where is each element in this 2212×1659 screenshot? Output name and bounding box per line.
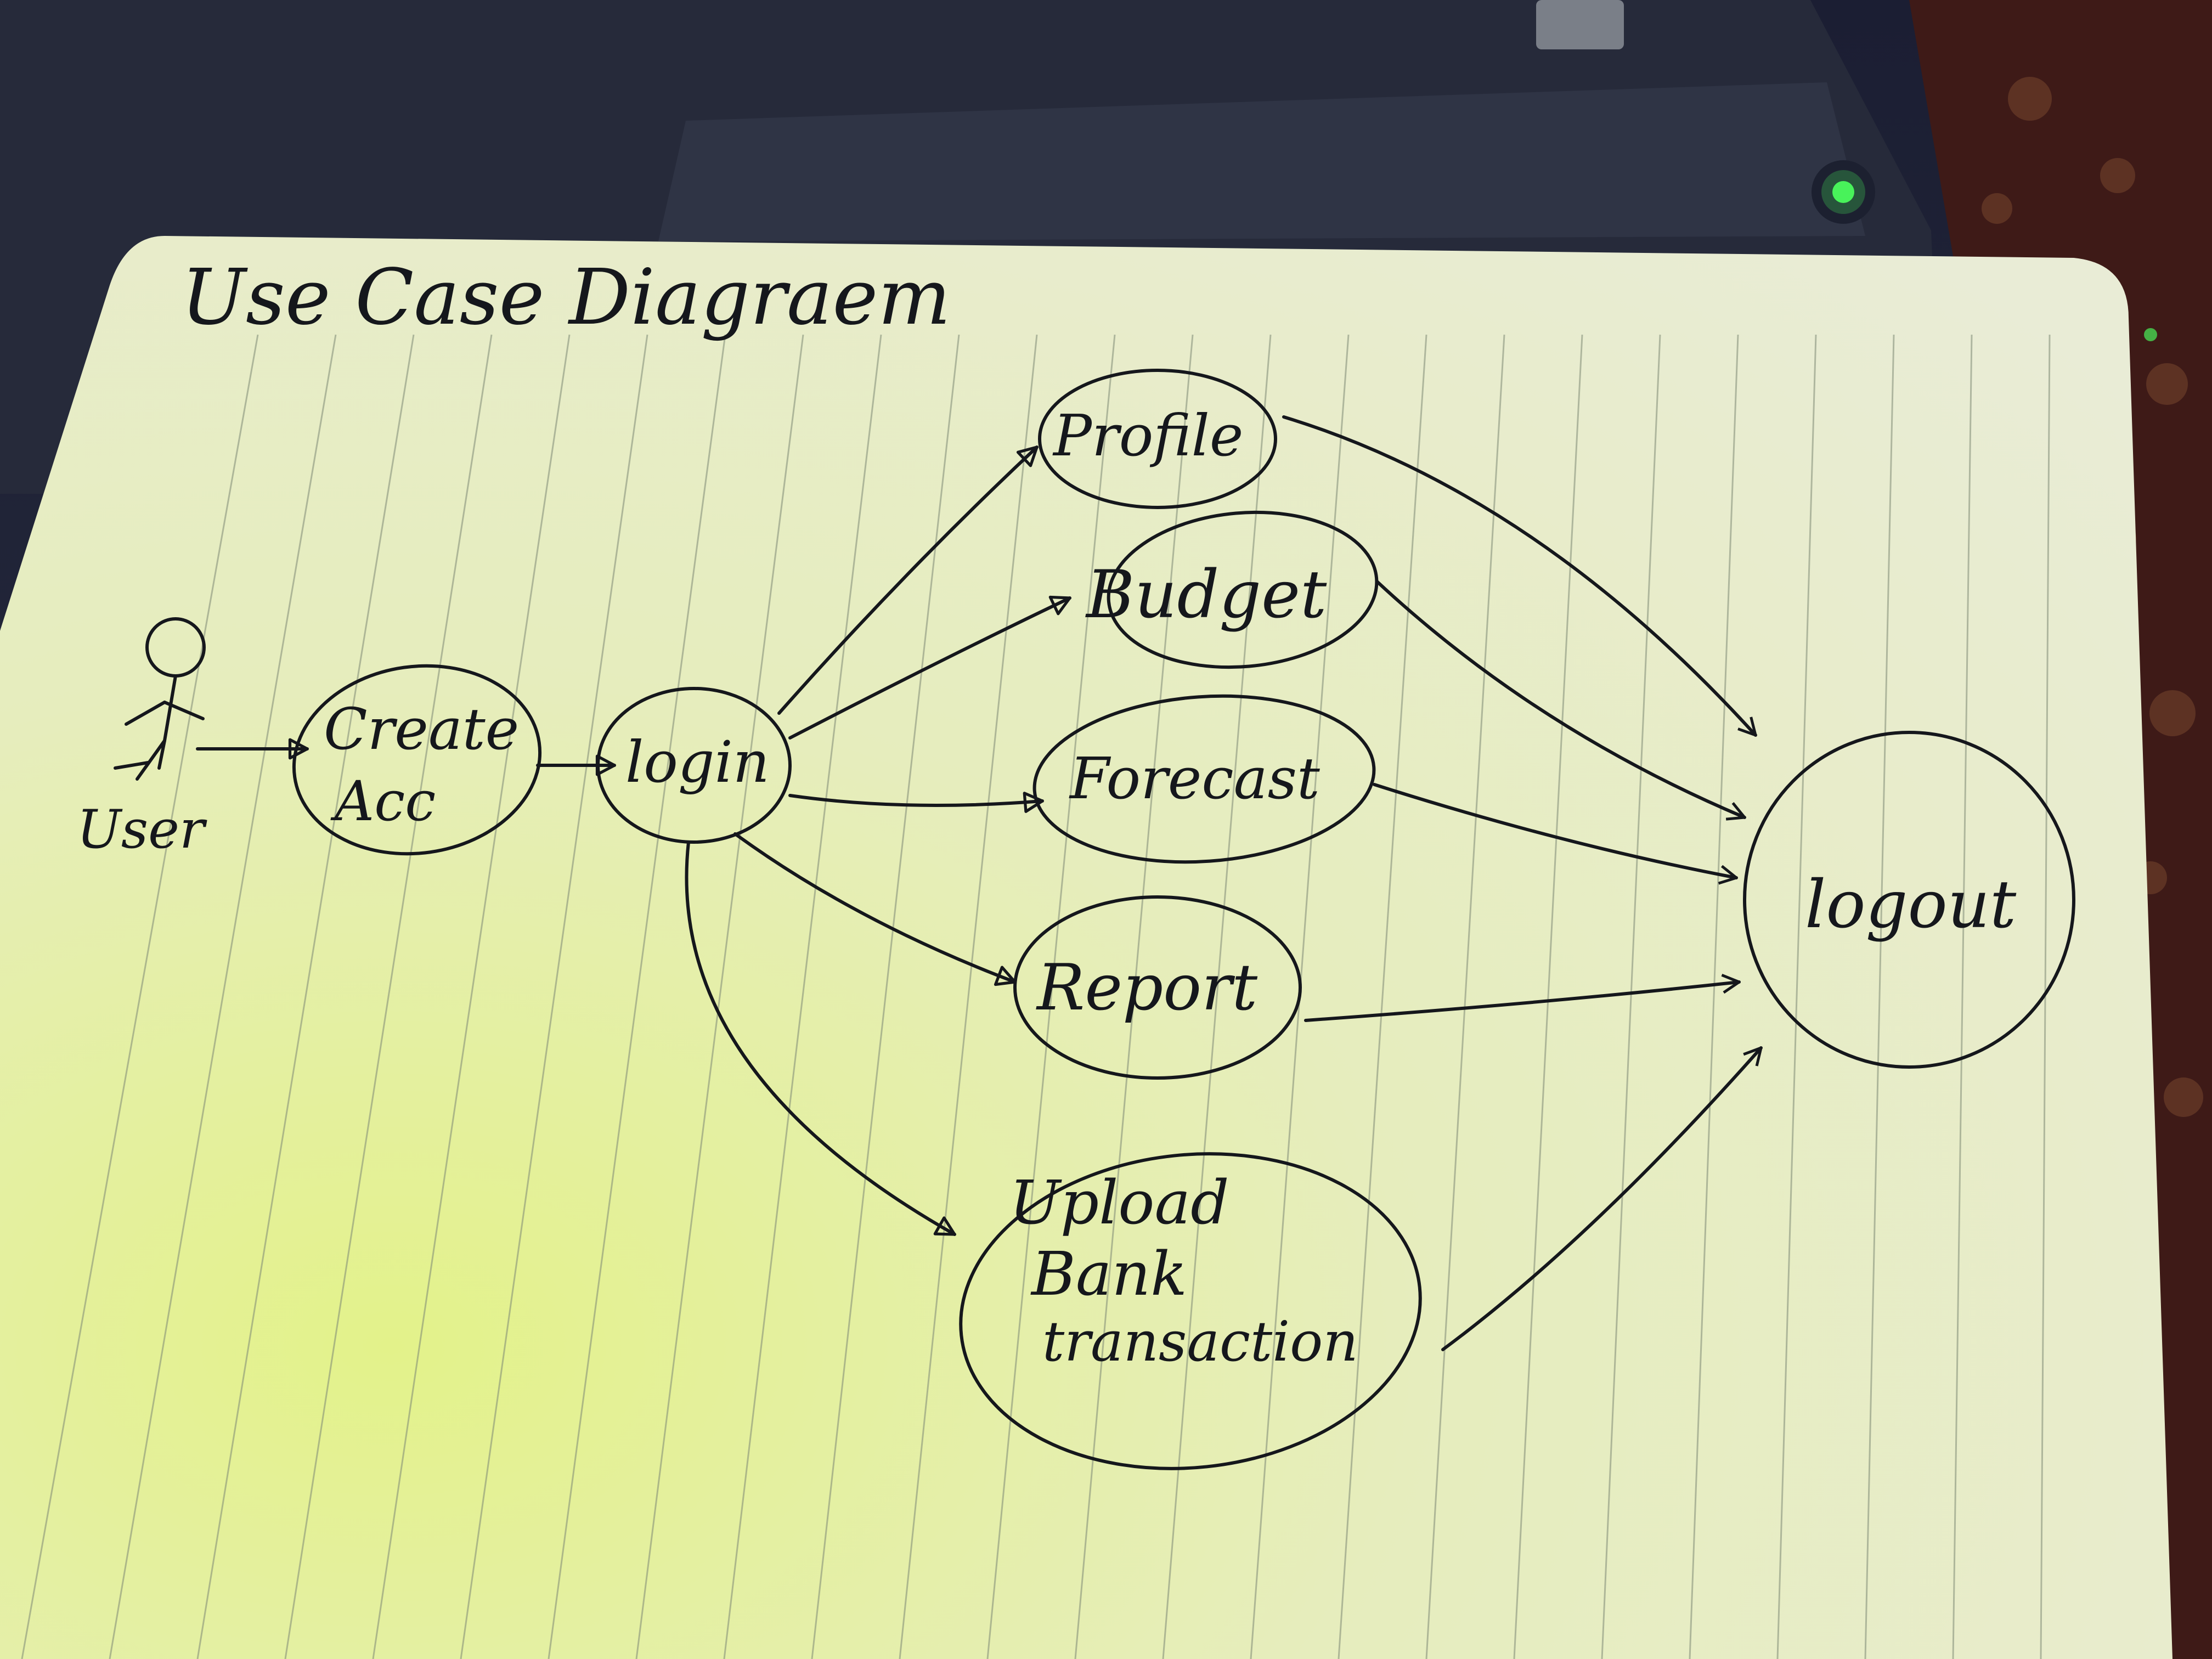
login-label: login <box>625 729 770 795</box>
ruled-line <box>1338 334 1427 1659</box>
ruled-line <box>1952 334 1973 1659</box>
create-account-label-line1: Create <box>324 696 519 763</box>
ruled-line <box>811 334 960 1659</box>
laptop-lid-edge <box>658 82 1865 241</box>
ruled-line <box>1425 334 1505 1659</box>
arrow-forecast-to-logout <box>1373 783 1738 885</box>
stick-figure-icon <box>114 617 206 781</box>
arrow-report-to-logout <box>1304 973 1741 1022</box>
use-case-profile <box>1038 369 1277 509</box>
ruled-line <box>1162 334 1272 1659</box>
logout-label: logout <box>1805 867 2017 943</box>
ruled-line <box>1513 334 1583 1659</box>
ruled-line <box>1776 334 1817 1659</box>
ruled-line <box>284 334 493 1659</box>
forecast-label: Forecast <box>1069 745 1320 812</box>
ruled-line <box>1074 334 1194 1659</box>
create-account-label-line2: Acc <box>330 769 436 833</box>
arrow-login-to-report <box>733 832 1017 986</box>
ruled-line <box>372 334 571 1659</box>
arrow-profile-to-logout <box>1282 415 1757 737</box>
use-case-budget <box>1107 510 1379 669</box>
use-case-report <box>1013 895 1302 1080</box>
ruled-line <box>723 334 882 1659</box>
ruled-line <box>21 334 259 1659</box>
arrow-login-to-forecast <box>788 792 1044 813</box>
upload-label-line3: transaction <box>1042 1310 1358 1374</box>
arrow-budget-to-logout <box>1375 580 1746 821</box>
ruled-line <box>1689 334 1739 1659</box>
ruled-line <box>109 334 337 1659</box>
use-case-forecast <box>1032 694 1376 864</box>
ruled-line <box>1864 334 1895 1659</box>
upload-label-line1: Upload <box>1009 1167 1229 1238</box>
arrow-login-to-upload <box>685 840 956 1236</box>
laptop-hinge <box>1536 0 1624 49</box>
notebook-page <box>0 236 2172 1659</box>
profile-label: Profile <box>1052 402 1243 469</box>
budget-label: Budget <box>1085 557 1327 633</box>
report-label: Report <box>1036 951 1258 1025</box>
arrow-upload-to-logout <box>1441 1046 1763 1351</box>
diagram-title: Use Case Diagraem <box>181 253 951 342</box>
arrow-login-to-budget <box>788 595 1071 740</box>
ruled-line <box>548 334 726 1659</box>
ruled-lines <box>21 334 2051 1659</box>
ruled-line <box>196 334 415 1659</box>
arrow-login-to-profile <box>777 445 1039 715</box>
ruled-line <box>635 334 804 1659</box>
upload-label-line2: Bank <box>1030 1239 1187 1309</box>
use-case-upload-bank-transaction <box>959 1152 1422 1470</box>
ruled-line <box>1601 334 1661 1659</box>
ruled-line <box>986 334 1116 1659</box>
use-case-logout <box>1743 731 2075 1069</box>
use-case-create-account <box>292 664 542 856</box>
ruled-line <box>460 334 648 1659</box>
power-led-icon <box>1832 181 1854 203</box>
actor-label: User <box>77 799 207 860</box>
ruled-line <box>899 334 1038 1659</box>
